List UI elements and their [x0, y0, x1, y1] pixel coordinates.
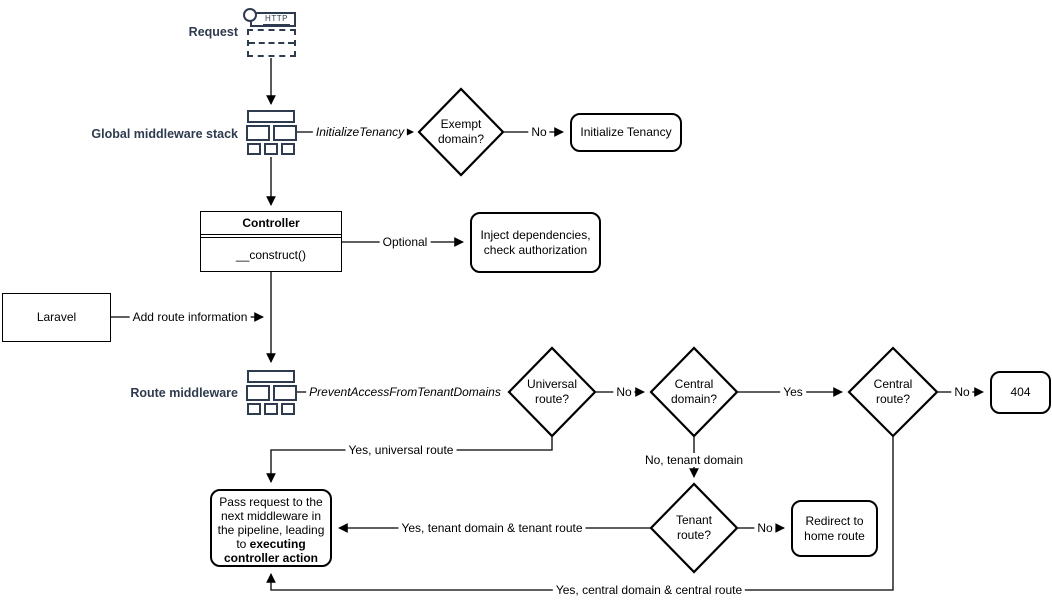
controller-construct-method: __construct(): [235, 247, 307, 262]
exempt-domain-label: Exempt domain?: [437, 117, 485, 146]
edge-label-optional: Optional: [379, 235, 431, 249]
central-domain-diamond: [649, 346, 739, 438]
http-request-circle-icon: [243, 8, 257, 22]
edge-label-no-tenant-domain: No, tenant domain: [641, 453, 747, 467]
global-middleware-stack-icon: [245, 110, 297, 155]
http-request-body-icon: [247, 29, 296, 57]
tenant-route-diamond: [649, 482, 739, 574]
edge-label-no-universal: No: [613, 385, 635, 399]
controller-box: Controller __construct(): [200, 211, 342, 272]
edge-label-no-tenant-route: No: [754, 521, 776, 535]
edge-label-yes-central-domain: Yes: [780, 385, 806, 399]
inject-dependencies-box: Inject dependencies, check authorization: [470, 212, 601, 273]
route-middleware-label: Route middleware: [130, 386, 238, 400]
edge-label-initialize-tenancy: InitializeTenancy: [312, 125, 408, 139]
edge-label-no-central-route: No: [951, 385, 973, 399]
pass-request-box: Pass request to the next middleware in t…: [210, 489, 332, 567]
pass-request-text: Pass request to the next middleware in t…: [217, 495, 325, 551]
edge-label-prevent-access: PreventAccessFromTenantDomains: [306, 385, 504, 399]
central-route-diamond: [847, 346, 939, 438]
controller-separator: [201, 235, 341, 238]
universal-route-diamond: [507, 346, 597, 438]
pass-request-bold-text: executing controller action: [223, 537, 318, 565]
universal-route-label: Universal route?: [526, 377, 578, 406]
edge-label-yes-central-route: Yes, central domain & central route: [552, 583, 746, 597]
route-middleware-stack-icon: [245, 370, 297, 415]
edge-label-yes-universal-route: Yes, universal route: [345, 443, 457, 457]
http-request-icon: HTTP: [243, 6, 299, 58]
global-middleware-stack-label: Global middleware stack: [91, 127, 238, 141]
edge-label-no-exempt: No: [528, 125, 550, 139]
not-found-404-box: 404: [990, 371, 1051, 414]
controller-title: Controller: [201, 212, 341, 235]
initialize-tenancy-box: Initialize Tenancy: [570, 113, 682, 152]
exempt-domain-diamond: [417, 87, 505, 177]
edge-label-yes-tenant-route: Yes, tenant domain & tenant route: [398, 521, 586, 535]
redirect-home-box: Redirect to home route: [791, 500, 878, 557]
central-route-label: Central route?: [873, 377, 913, 406]
http-label: HTTP: [263, 14, 290, 26]
edge-label-add-route-information: Add route information: [129, 310, 251, 324]
request-label: Request: [188, 25, 238, 39]
tenant-route-label: Tenant route?: [675, 513, 713, 542]
laravel-box: Laravel: [2, 293, 111, 342]
central-domain-label: Central domain?: [670, 377, 718, 406]
